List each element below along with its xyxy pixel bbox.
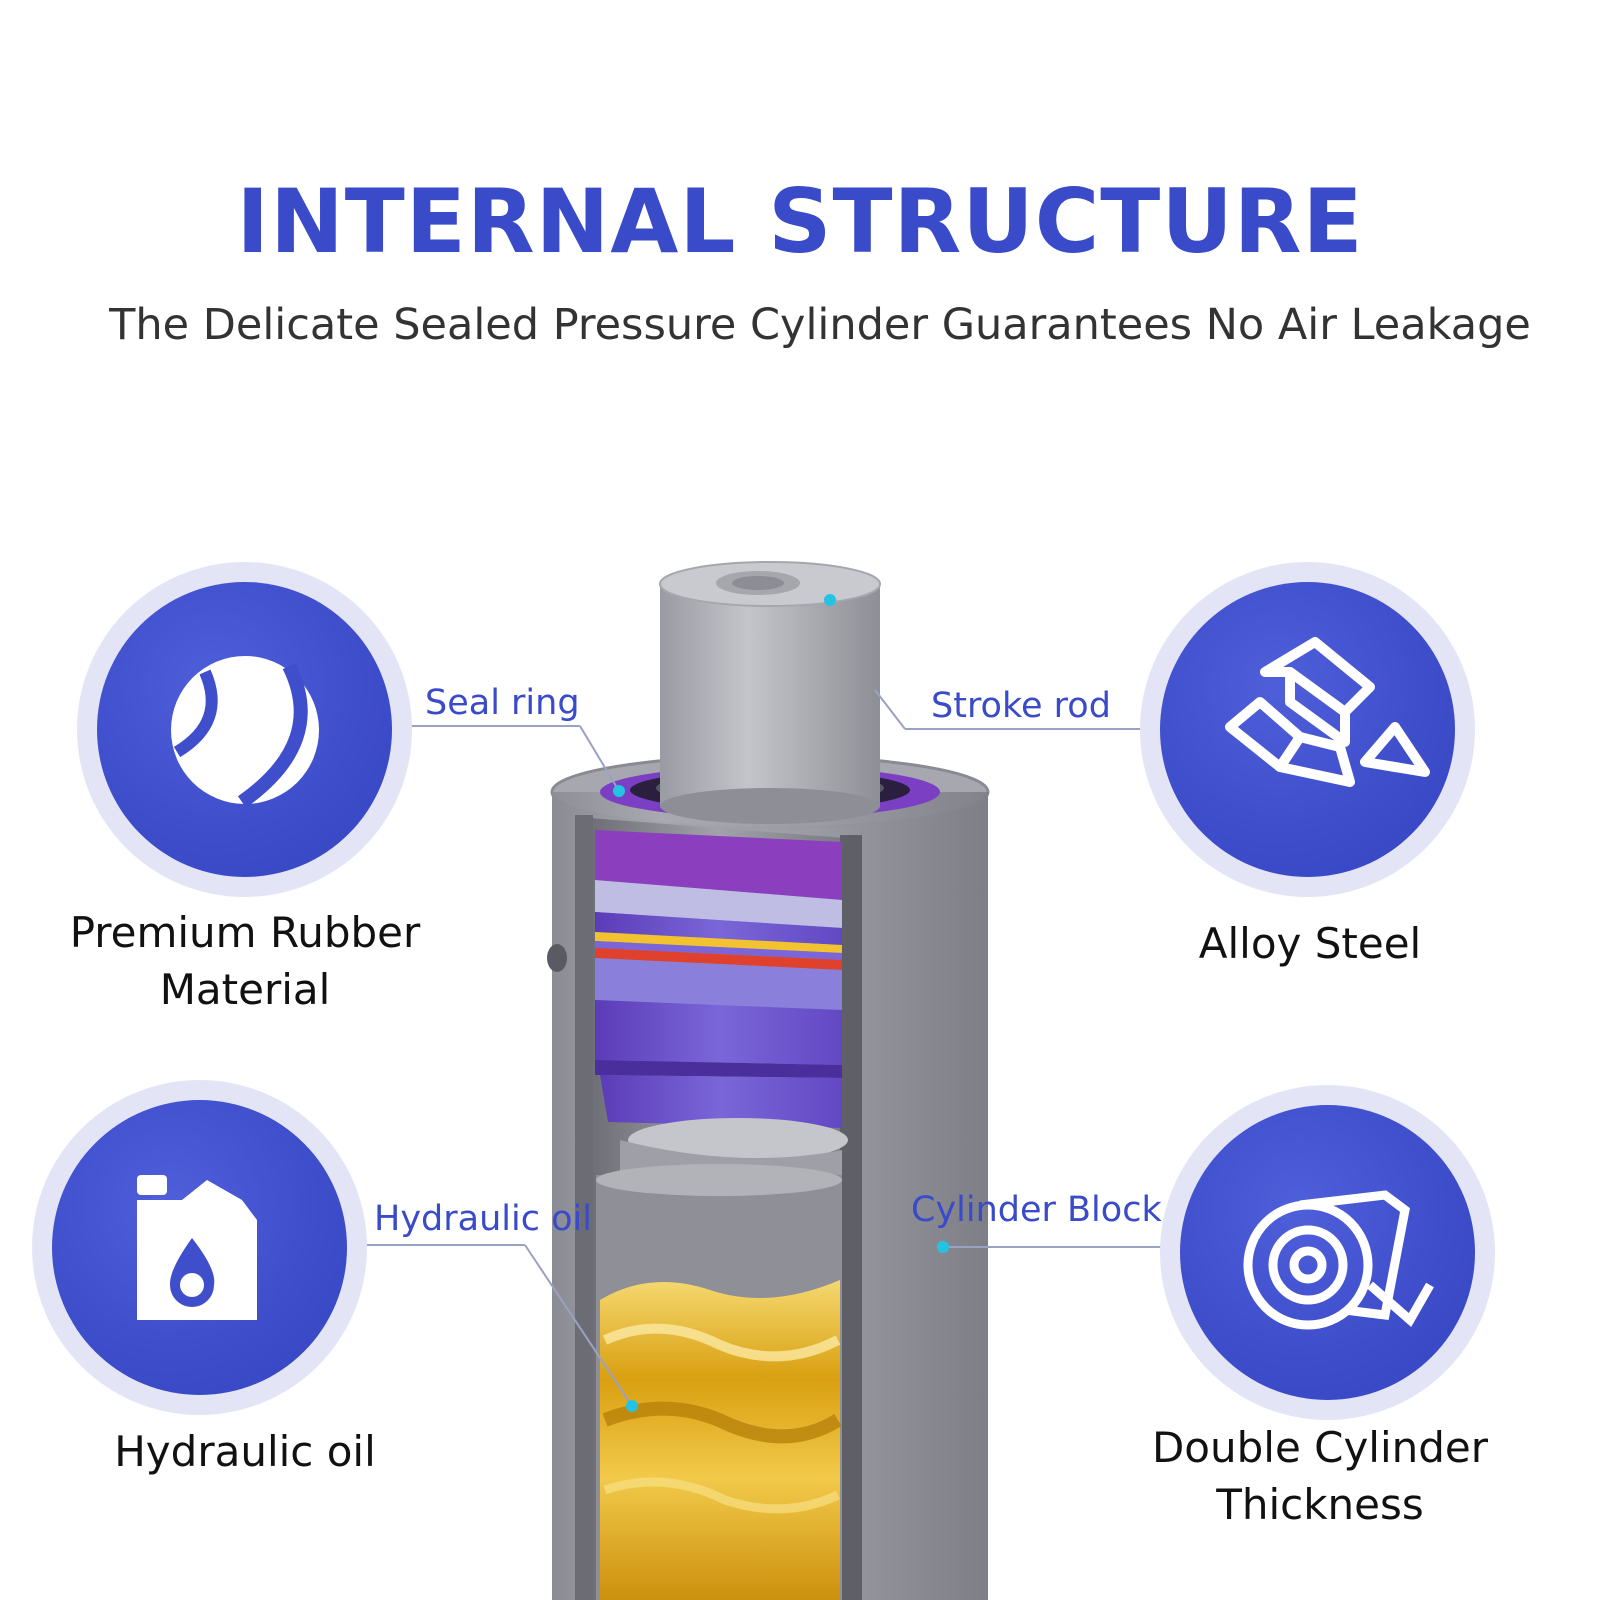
thickness-label-line2: Thickness — [1216, 1480, 1424, 1529]
alloy-feature-badge — [1140, 562, 1475, 897]
thickness-feature-label: Double Cylinder Thickness — [1100, 1419, 1540, 1533]
oil-feature-label: Hydraulic oil — [114, 1427, 376, 1476]
page-subtitle: The Delicate Sealed Pressure Cylinder Gu… — [109, 300, 1531, 350]
rubber-label-line2: Material — [159, 965, 331, 1014]
oil-feature-badge — [32, 1080, 367, 1415]
oil-can-icon — [137, 1175, 257, 1320]
callout-hydraulic-oil: Hydraulic oil — [374, 1199, 592, 1239]
tape-roll-icon — [1243, 1190, 1434, 1330]
thickness-feature-badge — [1160, 1085, 1495, 1420]
alloy-feature-label: Alloy Steel — [1198, 919, 1422, 968]
rubber-ball-icon — [171, 656, 319, 808]
callout-stroke-rod: Stroke rod — [931, 686, 1111, 726]
rubber-feature-label: Premium Rubber Material — [20, 904, 470, 1018]
callout-seal-ring: Seal ring — [425, 683, 580, 723]
page-title: INTERNAL STRUCTURE — [236, 170, 1364, 273]
callout-cylinder-block: Cylinder Block — [911, 1190, 1162, 1230]
rubber-feature-badge — [77, 562, 412, 897]
rubber-label-line1: Premium Rubber — [69, 908, 421, 957]
thickness-label-line1: Double Cylinder — [1151, 1423, 1489, 1472]
metal-ingots-icon — [1225, 637, 1430, 787]
